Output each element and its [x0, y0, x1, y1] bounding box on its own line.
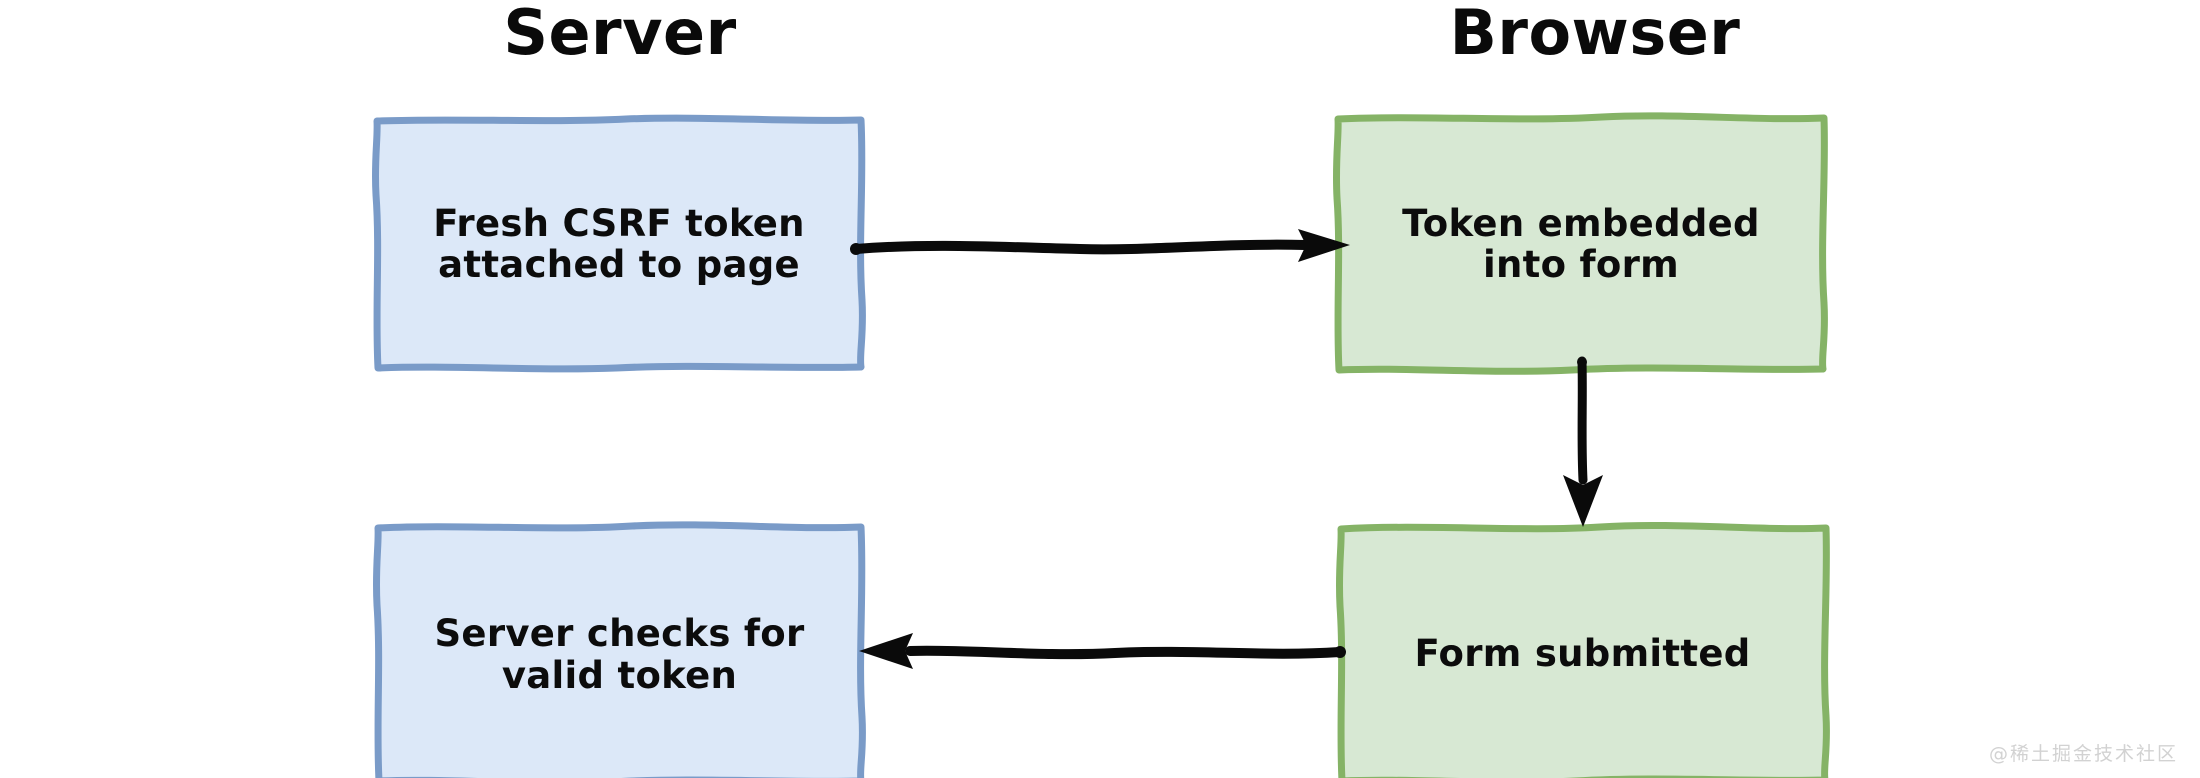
node-token-embedded-into-form[interactable]: Token embedded into form — [1332, 112, 1828, 375]
sketch-rect-blue — [371, 114, 866, 373]
sketch-rect-green — [1335, 521, 1830, 778]
arrow-token-to-browser — [850, 229, 1350, 262]
node-label: Fresh CSRF token attached to page — [433, 201, 805, 286]
column-title-server: Server — [503, 0, 737, 69]
node-label: Form submitted — [1414, 632, 1751, 676]
node-form-submitted[interactable]: Form submitted — [1335, 521, 1830, 778]
watermark: @稀土掘金技术社区 — [1988, 743, 2178, 765]
arrow-embed-to-submit — [1563, 356, 1603, 527]
column-title-browser: Browser — [1449, 0, 1741, 69]
sketch-rect-green — [1332, 112, 1828, 375]
node-label: Server checks for valid token — [434, 612, 805, 697]
node-label: Token embedded into form — [1402, 201, 1760, 286]
node-fresh-csrf-token[interactable]: Fresh CSRF token attached to page — [371, 114, 866, 373]
arrow-submit-to-server — [859, 633, 1346, 669]
node-server-checks-valid-token[interactable]: Server checks for valid token — [372, 521, 866, 778]
sketch-rect-blue — [372, 521, 866, 778]
